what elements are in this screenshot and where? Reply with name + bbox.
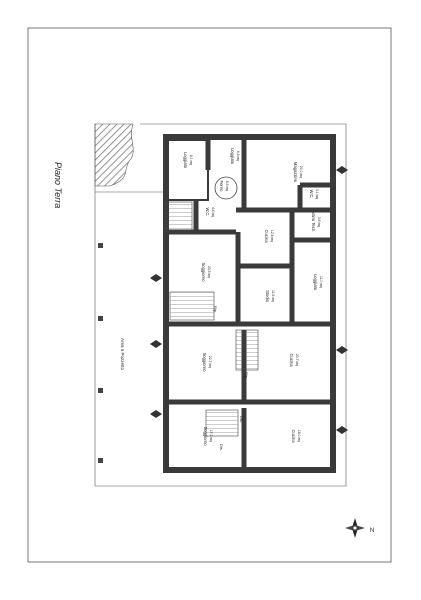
room-name: Soggiorno [203, 426, 208, 446]
room-area: 4.4 mq [211, 207, 215, 217]
stair-3 [235, 329, 259, 371]
stair-label: Dis. [219, 444, 224, 451]
room-name: Studio [265, 290, 270, 303]
room-name: Forno [219, 181, 224, 193]
room-label-wc-1: W.C.3.1 mq [309, 189, 319, 199]
sheet-title: Piano Terra [53, 162, 63, 208]
room-name: Cucina [291, 429, 296, 443]
stair-2 [169, 291, 215, 321]
room-area: 18.0 mq [297, 430, 301, 442]
room-name: Soggiorno [202, 352, 207, 372]
external-door-markers [150, 166, 348, 434]
stair-4 [205, 409, 239, 437]
stair-1 [165, 201, 193, 233]
room-name: Loggiato [230, 148, 235, 165]
room-area: 12.8 mq [270, 230, 274, 242]
oven-circle [214, 176, 238, 200]
room-name: Soggiorno [201, 262, 206, 282]
compass-icon [345, 518, 365, 538]
room-name: Loggiato [313, 274, 318, 291]
room-name: Magazzino [293, 162, 298, 183]
courtyard-label: Area a Pozzetto [120, 338, 125, 371]
room-area: 23.5 mq [207, 266, 211, 278]
building-outline [163, 134, 336, 473]
room-area: 3.1 mq [315, 189, 319, 199]
stair-label: Rip. [244, 372, 249, 379]
room-area: 6.8 mq [236, 151, 240, 161]
room-label-vano-tecnico: Vano Tecn.3.6 mq [311, 212, 321, 233]
room-label-wc-2: W.C.4.4 mq [205, 207, 215, 217]
room-area: 6.5 mq [225, 181, 229, 191]
room-name: Vano Tecn. [311, 212, 316, 233]
room-area: 20.7 mq [295, 354, 299, 366]
room-area: 22.7 mq [208, 356, 212, 368]
room-name: Loggiato [183, 152, 188, 169]
site-boundary [94, 123, 347, 487]
room-name: Cucina [289, 353, 294, 367]
room-area: 8.1 mq [189, 155, 193, 165]
neighbour-building [94, 123, 134, 187]
room-name: Cucina [264, 229, 269, 243]
loggia-box [165, 139, 209, 201]
stair-label: Dis. [239, 416, 244, 423]
compass-north-label: N [370, 528, 374, 534]
room-area: 17.2 mq [209, 430, 213, 442]
courtyard-posts [98, 243, 103, 463]
room-area: 11.6 mq [271, 290, 275, 302]
sheet-frame [27, 27, 392, 563]
room-area: 20.0 mq [299, 166, 303, 178]
stair-labels: Rip. Rip. Dis. Dis. [213, 306, 249, 451]
room-name: W.C. [309, 189, 314, 198]
stair-label: Rip. [213, 306, 218, 313]
room-name: W.C. [205, 207, 210, 216]
room-area: 11.0 mq [319, 276, 323, 288]
room-area: 3.6 mq [317, 217, 321, 227]
